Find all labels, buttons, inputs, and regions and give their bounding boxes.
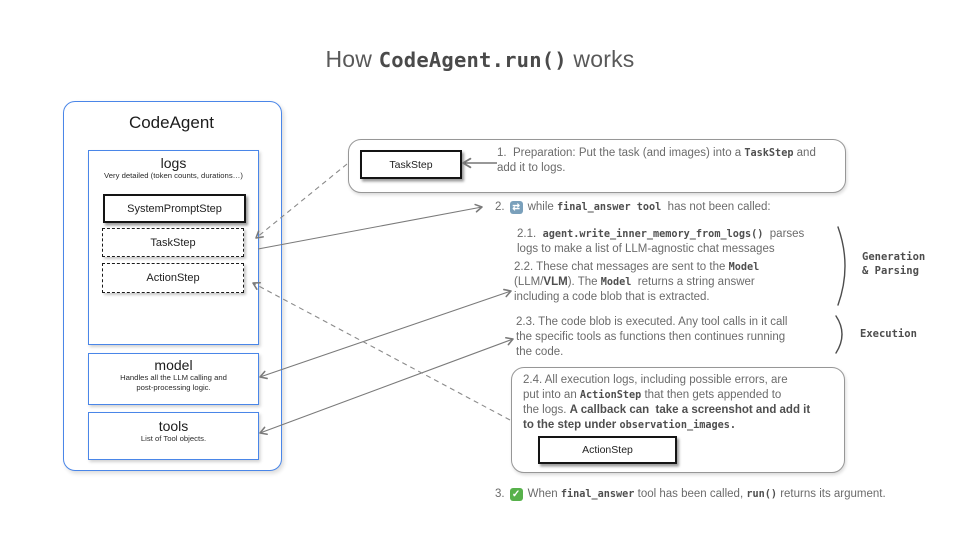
step2-4-actionstep-label: ActionStep xyxy=(582,444,633,456)
step3-number: 3. xyxy=(495,487,505,500)
systemprompt-label: SystemPromptStep xyxy=(127,202,222,215)
actionstep-box: ActionStep xyxy=(102,263,244,293)
codeagent-title: CodeAgent xyxy=(128,113,215,132)
arrow-model-step22 xyxy=(259,288,512,380)
logs-title: logs xyxy=(160,155,187,171)
arrow-logs-to-step2 xyxy=(257,203,483,250)
bracket-execution xyxy=(835,315,843,354)
actionstep-label: ActionStep xyxy=(146,272,200,284)
loop-icon: ⇄ xyxy=(509,200,523,214)
step2-1-text: 2.1. agent.write_inner_memory_from_logs(… xyxy=(517,228,805,255)
arrow-step24-to-actionstep xyxy=(252,281,511,421)
step2-4-text: 2.4. All execution logs, including possi… xyxy=(523,374,811,431)
step2-2-text: 2.2. These chat messages are sent to the… xyxy=(514,261,760,303)
tools-title: tools xyxy=(158,418,189,434)
bracket-generation xyxy=(837,226,846,306)
step1-text: 1. Preparation: Put the task (and images… xyxy=(497,147,816,174)
check-icon: ✓ xyxy=(509,487,523,501)
model-title: model xyxy=(154,357,193,373)
step2-row: 2. ⇄ while final_answer tool has not bee… xyxy=(495,199,771,215)
execution-label: Execution xyxy=(860,328,917,340)
step3-row: 3. ✓ When final_answer tool has been cal… xyxy=(495,486,886,502)
tools-box: tools List of Tool objects. xyxy=(88,412,259,460)
step1-taskstep-label: TaskStep xyxy=(389,158,433,171)
taskstep-label: TaskStep xyxy=(150,236,196,249)
taskstep-box: TaskStep xyxy=(102,228,244,257)
step1-container xyxy=(348,139,846,193)
step2-number: 2. xyxy=(495,200,505,213)
code-title-fragment: CodeAgent.run() xyxy=(378,48,567,72)
step2-3-text: 2.3. The code blob is executed. Any tool… xyxy=(516,316,788,358)
logs-subtitle: Very detailed (token counts, durations…) xyxy=(104,171,243,180)
step2-4-actionstep-box: ActionStep xyxy=(538,436,677,464)
page-title: How CodeAgent.run() works xyxy=(325,46,635,72)
step2-text: while final_answer tool has not been cal… xyxy=(527,200,771,213)
tools-subtitle: List of Tool objects. xyxy=(140,434,207,443)
generation-parsing-label: Generation& Parsing xyxy=(862,251,926,277)
step3-text: When final_answer tool has been called, … xyxy=(527,487,886,500)
systempromptstep-box: SystemPromptStep xyxy=(103,194,246,223)
arrow-tools-step23 xyxy=(259,336,514,436)
step1-taskstep-box: TaskStep xyxy=(360,150,462,179)
